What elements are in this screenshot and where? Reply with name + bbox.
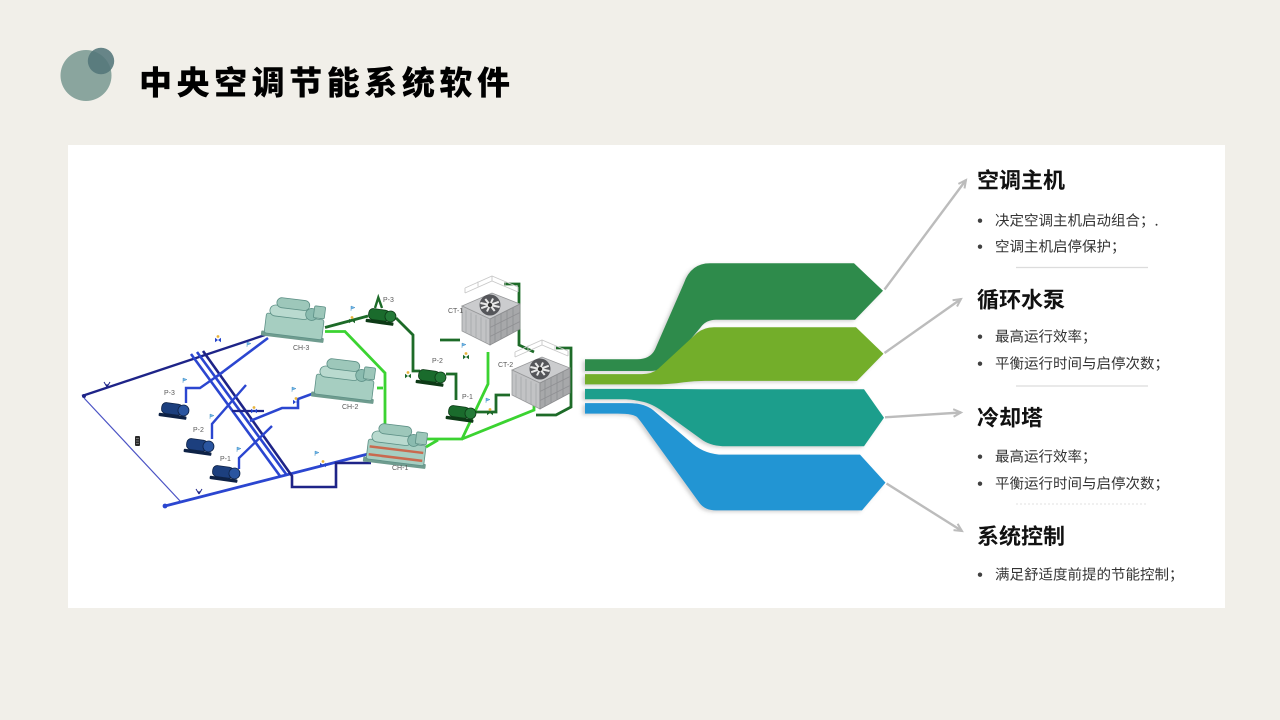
svg-text:P-2: P-2 — [193, 427, 204, 434]
svg-text:P-3: P-3 — [383, 297, 394, 304]
svg-text:P-2: P-2 — [432, 358, 443, 365]
svg-text:CH-2: CH-2 — [342, 404, 358, 411]
svg-text:P-1: P-1 — [462, 394, 473, 401]
svg-text:CH-3: CH-3 — [293, 345, 309, 352]
svg-text:P-1: P-1 — [220, 456, 231, 463]
svg-text:CH-1: CH-1 — [392, 465, 408, 472]
svg-text:P-3: P-3 — [164, 390, 175, 397]
svg-text:CT-2: CT-2 — [498, 362, 513, 369]
svg-text:CT-1: CT-1 — [448, 308, 463, 315]
